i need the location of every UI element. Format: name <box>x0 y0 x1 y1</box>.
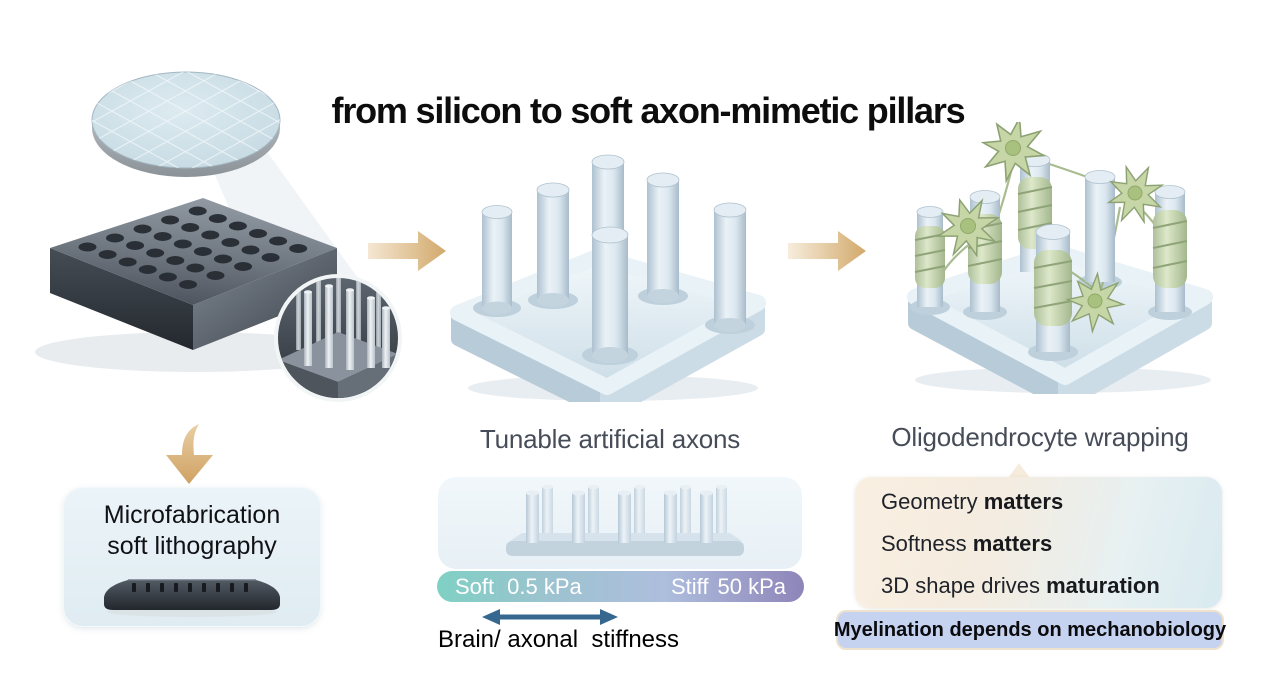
soft-pillars-illustration <box>450 154 766 402</box>
tunable-axons-heading: Tunable artificial axons <box>479 424 741 454</box>
pdms-mold-icon <box>104 579 280 617</box>
silicon-wafer-icon <box>91 71 281 177</box>
silicon-wafer-and-mold-illustration <box>35 71 402 402</box>
finding-3d-shape: 3D shape drives maturation <box>881 573 1160 598</box>
microfabrication-line2: soft lithography <box>107 531 277 560</box>
stiffness-gradient-bar: Soft 0.5 kPa Stiff 50 kPa <box>437 571 804 602</box>
soft-label: Soft <box>455 573 495 599</box>
double-arrow-icon <box>482 609 618 625</box>
findings-card: Geometry matters Softness matters 3D sha… <box>855 477 1222 608</box>
finding-softness: Softness matters <box>881 531 1053 556</box>
callout-notch <box>1008 463 1030 478</box>
down-arrow-icon <box>166 424 213 484</box>
stiff-label: Stiff <box>670 573 709 599</box>
micropillar-inset-magnifier-icon <box>274 274 402 402</box>
oligodendrocyte-wrapping-heading: Oligodendrocyte wrapping <box>891 422 1189 452</box>
myelination-banner: Myelination depends on mechanobiology <box>834 610 1226 650</box>
mini-pillar-panel <box>438 477 802 569</box>
microfabrication-card: Microfabrication soft lithography <box>63 487 321 627</box>
soft-value: 0.5 kPa <box>507 573 582 599</box>
right-arrow-icon <box>368 231 446 271</box>
silicon-mold-plate-icon <box>50 198 337 350</box>
finding-geometry: Geometry matters <box>881 489 1064 514</box>
microfabrication-line1: Microfabrication <box>103 501 281 529</box>
right-arrow-icon <box>788 231 866 271</box>
oligodendrocyte-pillars-illustration <box>907 122 1213 394</box>
stiff-value: 50 kPa <box>717 573 787 599</box>
mini-pillar-array-icon <box>506 484 744 556</box>
stiffness-axis-label: Brain/ axonal stiffness <box>438 626 680 653</box>
figure-title: from silicon to soft axon-mimetic pillar… <box>331 90 966 131</box>
